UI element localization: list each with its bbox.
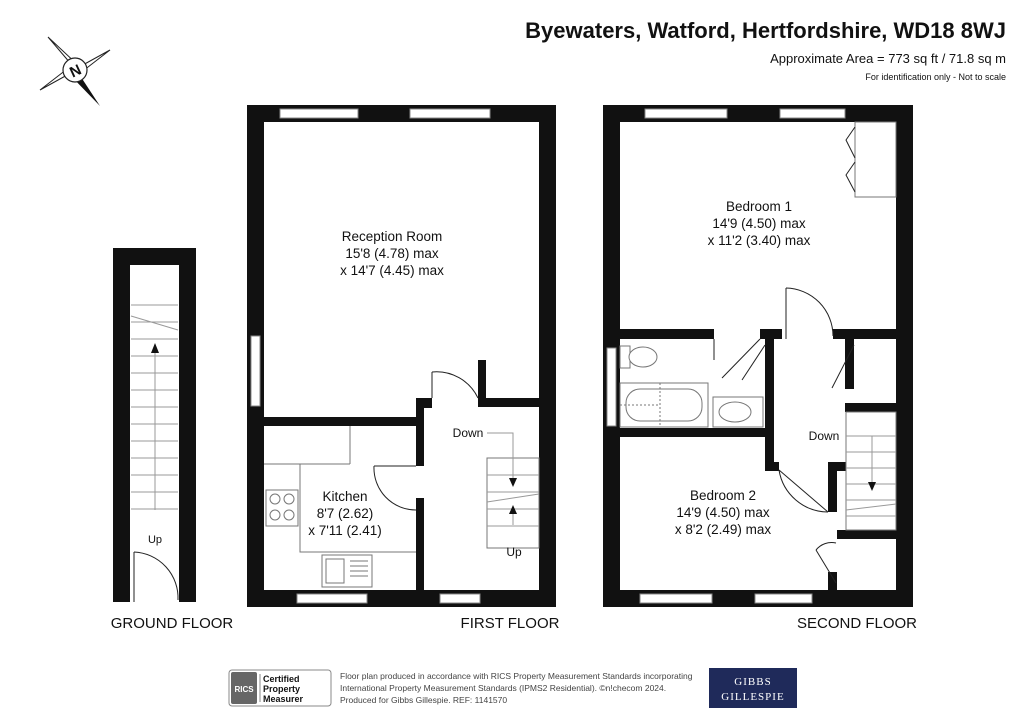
bedroom1-dim1: 14'9 (4.50) max bbox=[712, 216, 806, 231]
second-window-bottom-right bbox=[754, 593, 813, 604]
first-down-label: Down bbox=[453, 426, 484, 440]
second-floor-label: SECOND FLOOR bbox=[797, 615, 917, 632]
kitchen-worktop bbox=[264, 426, 416, 553]
bedroom1-dim2: x 11'2 (3.40) max bbox=[708, 233, 811, 248]
second-down-label: Down bbox=[809, 429, 840, 443]
bedroom2-dim2: x 8'2 (2.49) max bbox=[675, 522, 772, 537]
ground-up-label: Up bbox=[148, 534, 162, 546]
rics-badge-line1: Certified bbox=[263, 674, 300, 684]
rics-badge-brand: RICS bbox=[234, 685, 254, 694]
first-window-top-right bbox=[409, 108, 491, 119]
toilet-icon bbox=[619, 345, 658, 369]
identification-note: For identification only - Not to scale bbox=[865, 72, 1006, 82]
bedroom1-name: Bedroom 1 bbox=[726, 199, 792, 214]
second-window-bottom-left bbox=[639, 593, 713, 604]
compass-icon: N bbox=[39, 36, 111, 106]
bathroom-door[interactable] bbox=[713, 338, 761, 379]
cupboard-door[interactable] bbox=[831, 344, 855, 389]
ground-stairs bbox=[130, 304, 179, 510]
second-stairs bbox=[845, 411, 897, 531]
basin-icon bbox=[712, 396, 764, 428]
hob-icon bbox=[265, 489, 299, 527]
airing-cupboard-door[interactable] bbox=[815, 542, 837, 584]
bedroom1-door[interactable] bbox=[785, 287, 834, 339]
reception-door[interactable] bbox=[431, 371, 479, 399]
first-window-top-left bbox=[279, 108, 359, 119]
wardrobe bbox=[845, 121, 897, 198]
ground-floor-plan: Up GROUND FLOOR bbox=[111, 248, 234, 632]
footer-text-line2: International Property Measurement Stand… bbox=[340, 683, 666, 693]
first-up-label: Up bbox=[506, 545, 522, 559]
sink-icon bbox=[321, 554, 373, 588]
logo-line2: GILLESPIE bbox=[721, 691, 784, 703]
second-floor-plan: Down Bedroom 1 14'9 (4.50) max x 11'2 (3… bbox=[603, 105, 917, 632]
gibbs-gillespie-logo: GIBBS GILLESPIE bbox=[709, 668, 797, 708]
front-door[interactable] bbox=[133, 551, 179, 602]
second-window-left bbox=[606, 347, 617, 427]
bedroom2-door[interactable] bbox=[778, 469, 829, 513]
first-floor-plan: Down Up Reception Room 15'8 (4.78) max x… bbox=[247, 105, 560, 632]
second-window-top-right bbox=[779, 108, 846, 119]
first-window-bottom-right bbox=[439, 593, 481, 604]
rics-badge-line3: Measurer bbox=[263, 694, 304, 704]
first-stairs bbox=[486, 432, 540, 549]
footer-text-line3: Produced for Gibbs Gillespie. REF: 11415… bbox=[340, 695, 507, 705]
second-window-top-left bbox=[644, 108, 728, 119]
reception-room-name: Reception Room bbox=[342, 229, 443, 244]
logo-line1: GIBBS bbox=[734, 676, 771, 688]
first-floor-label: FIRST FLOOR bbox=[461, 615, 560, 632]
approximate-area: Approximate Area = 773 sq ft / 71.8 sq m bbox=[770, 51, 1006, 66]
reception-room-dim2: x 14'7 (4.45) max bbox=[340, 263, 444, 278]
rics-badge-line2: Property bbox=[263, 684, 300, 694]
kitchen-dim2: x 7'11 (2.41) bbox=[308, 523, 382, 538]
kitchen-name: Kitchen bbox=[322, 489, 367, 504]
reception-room-dim1: 15'8 (4.78) max bbox=[345, 246, 439, 261]
bedroom2-dim1: 14'9 (4.50) max bbox=[676, 505, 770, 520]
kitchen-dim1: 8'7 (2.62) bbox=[317, 506, 374, 521]
footer-text-line1: Floor plan produced in accordance with R… bbox=[340, 671, 693, 681]
bathroom-door-2[interactable] bbox=[741, 344, 766, 381]
bath-icon bbox=[619, 382, 709, 428]
kitchen-door[interactable] bbox=[373, 465, 417, 511]
ground-floor-label: GROUND FLOOR bbox=[111, 615, 234, 632]
property-title: Byewaters, Watford, Hertfordshire, WD18 … bbox=[525, 18, 1006, 43]
rics-badge: RICS Certified Property Measurer bbox=[228, 669, 332, 707]
first-window-bottom-left bbox=[296, 593, 368, 604]
bedroom2-name: Bedroom 2 bbox=[690, 488, 756, 503]
first-window-left bbox=[250, 335, 261, 407]
